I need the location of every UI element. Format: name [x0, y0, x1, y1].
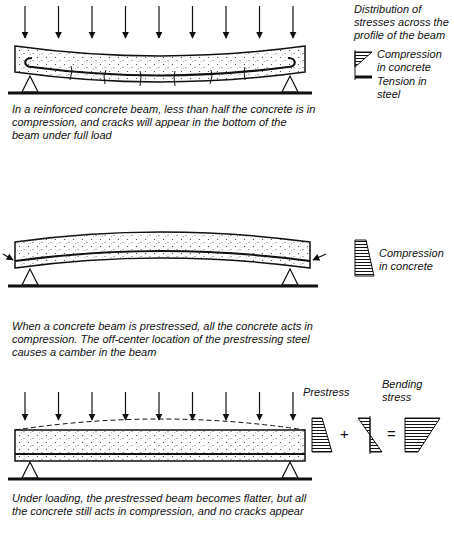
- caption-text: Under loading, the prestressed beam beco…: [12, 492, 317, 518]
- prestress-force: [313, 254, 326, 260]
- load-arrow: [158, 6, 159, 38]
- tension-bar: [355, 76, 372, 79]
- ground: [8, 478, 312, 481]
- support: [22, 462, 298, 478]
- operator-symbol: =: [387, 425, 399, 443]
- concrete-beam: [15, 232, 310, 268]
- prestress-force: [3, 254, 13, 260]
- load-arrows: [25, 392, 293, 420]
- bending-block: [358, 418, 370, 435]
- load-arrow: [259, 6, 260, 38]
- ground: [8, 285, 318, 288]
- load-arrow: [24, 6, 25, 38]
- load-arrow: [192, 392, 193, 420]
- prestressing-steel: [15, 251, 310, 261]
- concrete-beam: [15, 46, 305, 82]
- prestressing-steel: [15, 453, 305, 455]
- stress-label: Tension in steel: [377, 75, 447, 101]
- load-arrow: [158, 392, 159, 420]
- load-arrow: [225, 6, 226, 38]
- load-arrow: [125, 392, 126, 420]
- prestress-block: [312, 418, 332, 452]
- stress-label: Bending stress: [382, 378, 432, 404]
- load-arrows: [25, 6, 293, 38]
- heading-note: Distribution of stresses across the prof…: [354, 3, 450, 42]
- support: [22, 269, 298, 285]
- rebar: [25, 58, 295, 76]
- result-block: [405, 418, 440, 452]
- cracks: [70, 66, 245, 86]
- load-arrow: [58, 392, 59, 420]
- stress-label: Compression in concrete: [379, 247, 449, 273]
- bending-block: [370, 435, 382, 452]
- load-arrow: [91, 6, 92, 38]
- load-arrow: [292, 6, 293, 38]
- caption-text: In a reinforced concrete beam, less than…: [12, 103, 317, 142]
- load-arrow: [292, 392, 293, 420]
- operator-symbol: +: [340, 425, 352, 443]
- load-arrow: [125, 6, 126, 38]
- load-arrow: [58, 6, 59, 38]
- load-arrow: [24, 392, 25, 420]
- compression-block: [355, 240, 374, 276]
- stress-label: Compression in concrete: [377, 48, 447, 74]
- load-arrow: [192, 6, 193, 38]
- stress-label: Prestress: [303, 386, 363, 399]
- concrete-beam: [15, 430, 305, 461]
- load-arrow: [91, 392, 92, 420]
- ground: [8, 92, 312, 95]
- support: [22, 76, 298, 92]
- caption-text: When a concrete beam is prestressed, all…: [12, 320, 317, 359]
- camber-outline: [15, 419, 305, 430]
- load-arrow: [225, 392, 226, 420]
- stress-axis: [370, 416, 371, 454]
- compression-block: [355, 52, 372, 67]
- load-arrow: [259, 392, 260, 420]
